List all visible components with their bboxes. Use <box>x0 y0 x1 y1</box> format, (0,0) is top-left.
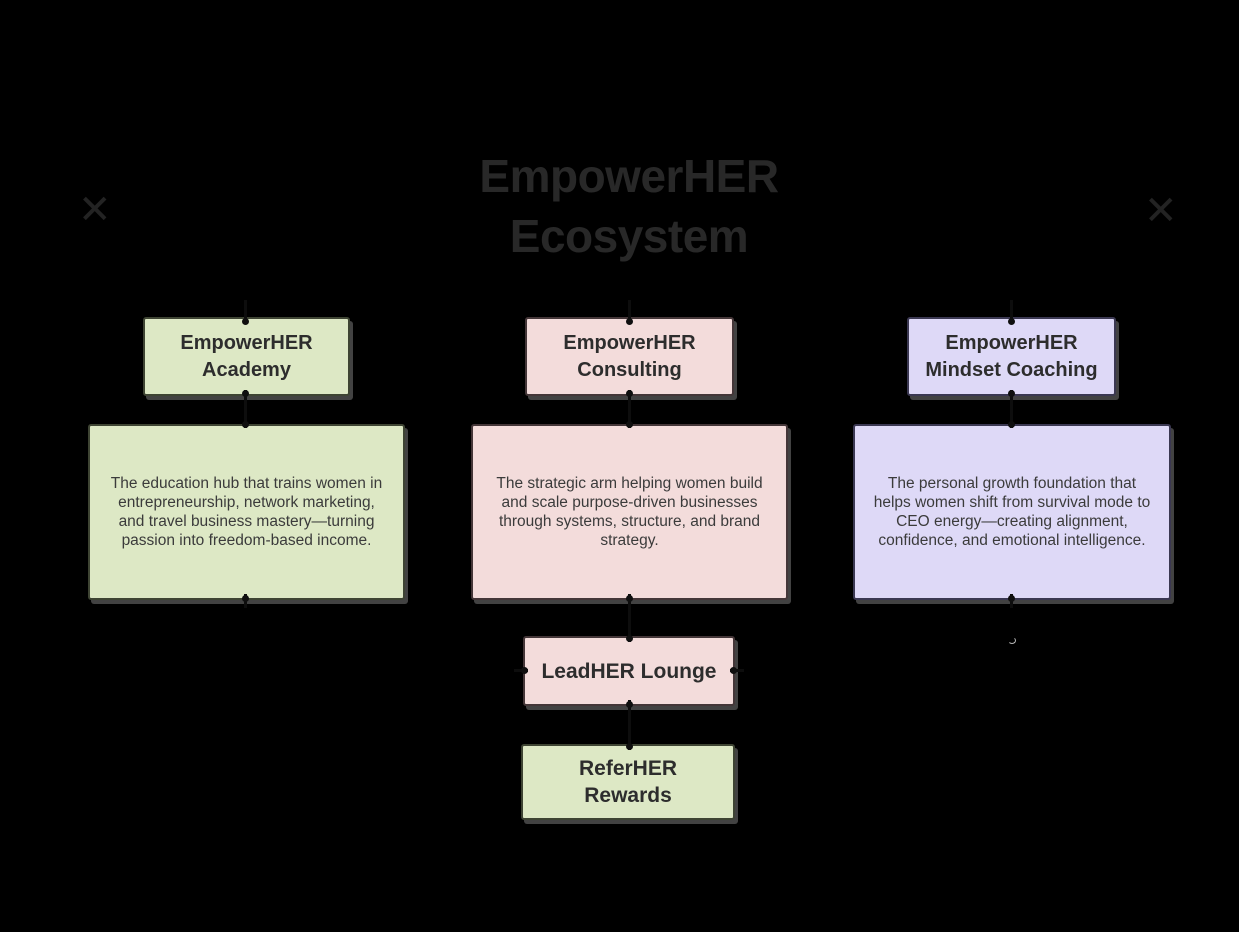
connector-endpoint-dot <box>242 595 249 602</box>
node-empowerher-consulting[interactable]: EmpowerHER Consulting <box>525 317 734 396</box>
connector-mindset-desc <box>1010 390 1013 428</box>
connector-leadher-right <box>730 669 744 672</box>
diagram-title: EmpowerHER Ecosystem <box>479 150 779 262</box>
node-label: EmpowerHER Mindset Coaching <box>925 331 1098 381</box>
connector-title-academy <box>244 300 247 324</box>
node-empowerher-academy[interactable]: EmpowerHER Academy <box>143 317 350 396</box>
node-consulting-description[interactable]: The strategic arm helping women build an… <box>471 424 788 600</box>
artifact-speck <box>1008 637 1016 644</box>
connector-endpoint-dot <box>242 318 249 325</box>
connector-leadher-referher <box>628 700 631 750</box>
connector-endpoint-dot <box>626 635 633 642</box>
x-mark-right-icon[interactable]: ✕ <box>1144 189 1178 233</box>
connector-endpoint-dot <box>626 390 633 397</box>
connector-academy-desc <box>244 390 247 428</box>
node-leadher-lounge[interactable]: LeadHER Lounge <box>523 636 735 706</box>
connector-endpoint-dot <box>1008 595 1015 602</box>
connector-endpoint-dot <box>730 667 737 674</box>
connector-endpoint-dot <box>1008 421 1015 428</box>
connector-consulting-desc <box>628 390 631 428</box>
node-empowerher-mindset-coaching[interactable]: EmpowerHER Mindset Coaching <box>907 317 1116 396</box>
connector-endpoint-dot <box>242 390 249 397</box>
connector-endpoint-dot <box>626 701 633 708</box>
connector-title-consulting <box>628 300 631 324</box>
node-referher-rewards[interactable]: ReferHER Rewards <box>521 744 735 820</box>
connector-endpoint-dot <box>626 595 633 602</box>
node-description-text: The strategic arm helping women build an… <box>496 475 763 549</box>
node-label: EmpowerHER Academy <box>180 331 313 381</box>
x-mark-left-icon[interactable]: ✕ <box>78 188 112 232</box>
node-academy-description[interactable]: The education hub that trains women in e… <box>88 424 405 600</box>
connector-endpoint-dot <box>242 421 249 428</box>
node-mindset-description[interactable]: The personal growth foundation that help… <box>853 424 1171 600</box>
node-label: LeadHER Lounge <box>541 659 717 683</box>
connector-endpoint-dot <box>1008 318 1015 325</box>
connector-consulting-leadher <box>628 594 631 642</box>
connector-endpoint-dot <box>1008 390 1015 397</box>
node-description-text: The personal growth foundation that help… <box>873 475 1151 549</box>
connector-title-mindset <box>1010 300 1013 324</box>
connector-endpoint-dot <box>626 743 633 750</box>
node-label: EmpowerHER Consulting <box>563 331 696 381</box>
connector-endpoint-dot <box>626 318 633 325</box>
connector-endpoint-dot <box>626 421 633 428</box>
node-description-text: The education hub that trains women in e… <box>110 475 383 549</box>
node-label: ReferHER Rewards <box>578 757 678 807</box>
connector-endpoint-dot <box>521 667 528 674</box>
